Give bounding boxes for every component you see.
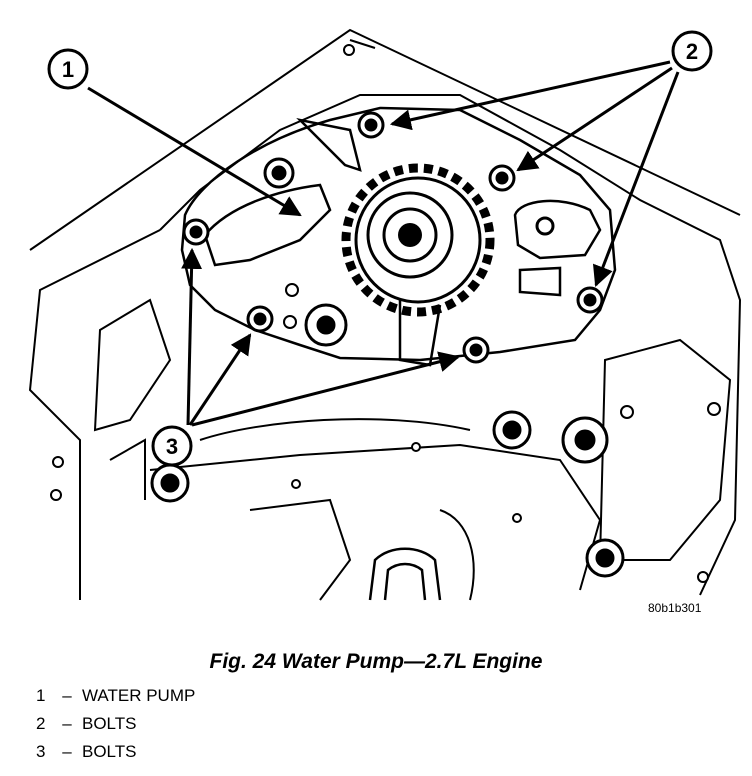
legend-item: 3–BOLTS — [36, 742, 136, 762]
svg-text:3: 3 — [166, 434, 178, 459]
callout-3: 3 — [151, 425, 193, 467]
legend-number: 2 — [36, 714, 46, 733]
legend-label: BOLTS — [82, 742, 137, 761]
svg-text:1: 1 — [62, 57, 74, 82]
legend-number: 1 — [36, 686, 46, 705]
legend-item: 2–BOLTS — [36, 714, 136, 734]
dowel-holes — [50, 44, 721, 583]
pump-pulley — [341, 163, 495, 317]
bolts-2 — [357, 111, 604, 314]
callout-1: 1 — [47, 48, 89, 90]
water-pump-housing — [180, 106, 617, 367]
other-fasteners — [150, 157, 625, 578]
leader-lines — [87, 60, 680, 427]
legend-separator: – — [62, 742, 72, 761]
legend-number: 3 — [36, 742, 46, 761]
legend-label: WATER PUMP — [82, 686, 196, 705]
legend-item: 1–WATER PUMP — [36, 686, 195, 706]
figure-caption: Fig. 24 Water Pump—2.7L Engine — [209, 650, 543, 673]
legend-label: BOLTS — [82, 714, 137, 733]
callout-2: 2 — [671, 30, 713, 72]
figure-code: 80b1b301 — [648, 601, 702, 615]
legend-separator: – — [62, 686, 72, 705]
svg-text:2: 2 — [686, 39, 698, 64]
crank-hub — [368, 547, 442, 601]
engine-block — [28, 28, 742, 601]
bolts-3 — [182, 218, 490, 364]
legend-separator: – — [62, 714, 72, 733]
water-pump-illustration: 1 2 3 — [28, 28, 742, 601]
